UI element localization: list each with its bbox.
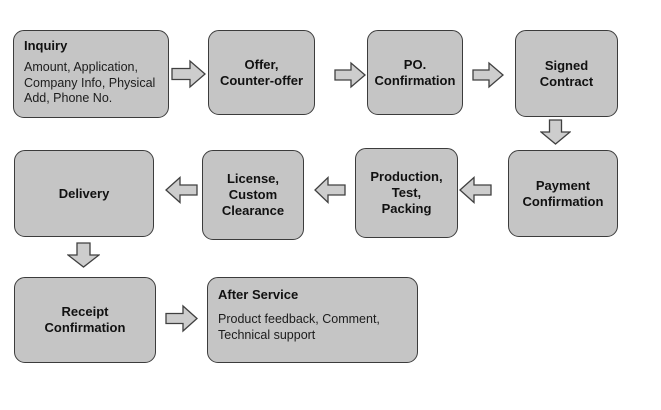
node-delivery: Delivery (14, 150, 154, 237)
node-inquiry-title: Inquiry (24, 38, 68, 53)
node-after-service: After Service Product feedback, Comment,… (207, 277, 418, 363)
node-offer-counter-offer: Offer, Counter-offer (208, 30, 315, 115)
arrow-down-icon (67, 242, 100, 268)
node-license-custom-clearance-label: License, Custom Clearance (221, 171, 285, 218)
arrow-left-icon (459, 175, 492, 205)
node-after-service-body: Product feedback, Comment, Technical sup… (218, 312, 380, 342)
arrow-right-icon (334, 61, 366, 89)
node-payment-confirmation: Payment Confirmation (508, 150, 618, 237)
arrow-down-icon (540, 119, 571, 145)
node-receipt-confirmation: Receipt Confirmation (14, 277, 156, 363)
node-payment-confirmation-label: Payment Confirmation (522, 177, 604, 209)
node-after-service-title: After Service (218, 287, 299, 302)
arrow-left-icon (165, 175, 198, 205)
arrow-right-icon (171, 59, 206, 89)
node-po-confirmation-label: PO. Confirmation (374, 56, 456, 88)
node-receipt-confirmation-label: Receipt Confirmation (44, 304, 126, 335)
node-inquiry: Inquiry Amount, Application, Company Inf… (13, 30, 169, 118)
arrow-right-icon (472, 61, 504, 89)
node-production-test-packing: Production, Test, Packing (355, 148, 458, 238)
node-po-confirmation: PO. Confirmation (367, 30, 463, 115)
node-signed-contract: Signed Contract (515, 30, 618, 117)
node-license-custom-clearance: License, Custom Clearance (202, 150, 304, 240)
arrow-left-icon (314, 175, 346, 205)
node-production-test-packing-label: Production, Test, Packing (370, 169, 443, 216)
arrow-right-icon (165, 304, 198, 333)
node-inquiry-body: Amount, Application, Company Info, Physi… (24, 60, 156, 105)
node-delivery-label: Delivery (58, 185, 110, 201)
node-signed-contract-label: Signed Contract (539, 57, 594, 89)
node-offer-label: Offer, Counter-offer (219, 56, 304, 88)
